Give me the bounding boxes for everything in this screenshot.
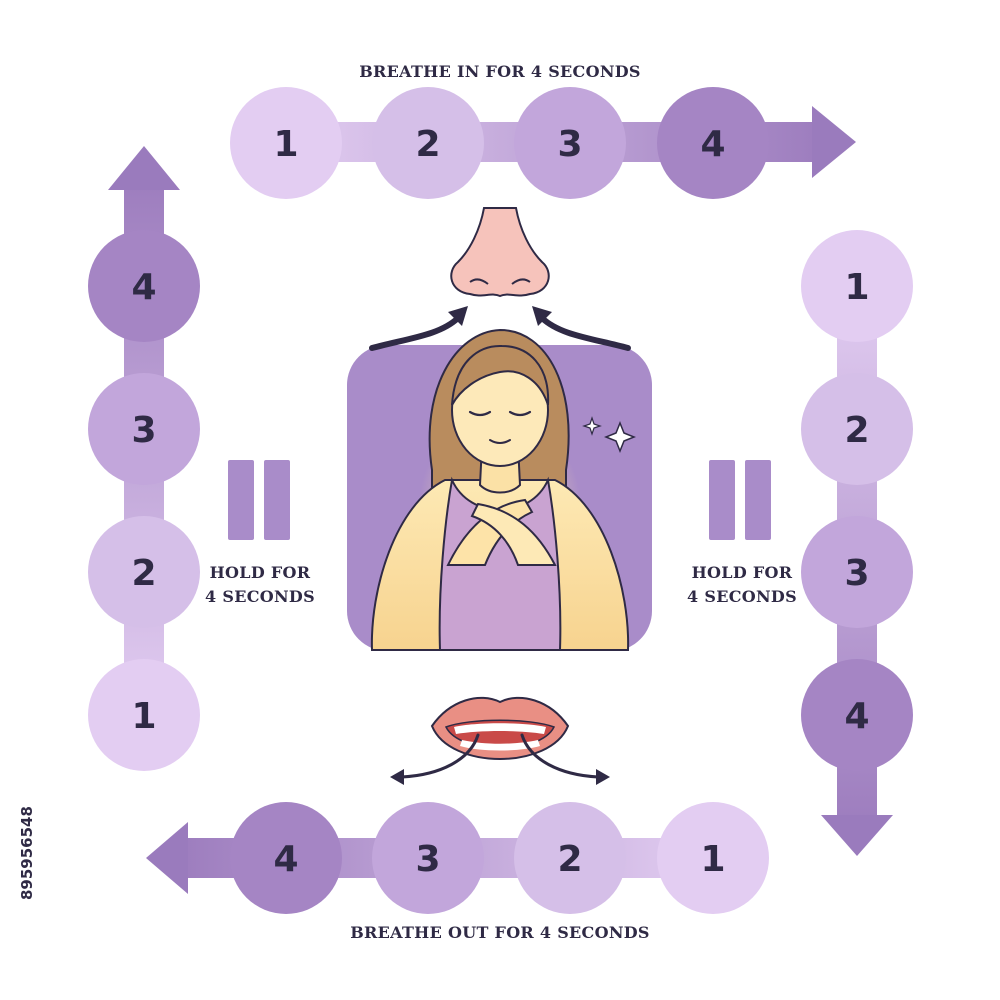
- step-circle: 4: [88, 230, 200, 342]
- step-number: 1: [700, 839, 725, 880]
- step-number: 2: [844, 410, 869, 451]
- woman-breathing-illustration: [347, 328, 652, 651]
- arrow-right-icon: [812, 106, 856, 178]
- breathe-in-steps: 1 2 3 4: [230, 87, 769, 199]
- hold-left-line1: HOLD FOR: [210, 563, 311, 582]
- step-circle: 2: [372, 87, 484, 199]
- arrow-up-icon: [108, 146, 180, 190]
- step-circle: 3: [514, 87, 626, 199]
- pause-icon: [709, 460, 771, 540]
- step-number: 3: [557, 124, 582, 165]
- step-circle: 2: [88, 516, 200, 628]
- nose-icon: [450, 207, 550, 298]
- step-number: 1: [131, 696, 156, 737]
- hold-left-label: HOLD FOR 4 SECONDS: [205, 563, 315, 606]
- inhale-arrows: [369, 306, 631, 351]
- step-number: 1: [273, 124, 298, 165]
- pause-icon: [228, 460, 290, 540]
- step-number: 2: [131, 553, 156, 594]
- step-number: 4: [273, 839, 298, 880]
- step-circle: 4: [657, 87, 769, 199]
- hold-right-line2: 4 SECONDS: [687, 587, 797, 606]
- step-number: 2: [415, 124, 440, 165]
- step-number: 4: [844, 696, 869, 737]
- step-circle: 1: [657, 802, 769, 914]
- step-number: 3: [415, 839, 440, 880]
- step-circle: 3: [801, 516, 913, 628]
- hold-right-steps: 1 2 3 4: [801, 230, 913, 771]
- step-circle: 2: [514, 802, 626, 914]
- step-circle: 4: [801, 659, 913, 771]
- step-circle: 1: [230, 87, 342, 199]
- lips-icon: [430, 696, 570, 760]
- hold-left-steps: 4 3 2 1: [88, 230, 200, 771]
- step-circle: 1: [801, 230, 913, 342]
- hold-right-label: HOLD FOR 4 SECONDS: [687, 563, 797, 606]
- breathe-out-label: BREATHE OUT FOR 4 SECONDS: [350, 923, 650, 942]
- exhale-arrows: [390, 733, 610, 785]
- sparkle-icon: [582, 416, 637, 454]
- arrow-down-icon: [821, 815, 893, 856]
- step-number: 3: [131, 410, 156, 451]
- breathe-in-label: BREATHE IN FOR 4 SECONDS: [359, 62, 641, 81]
- step-circle: 1: [88, 659, 200, 771]
- step-number: 3: [844, 553, 869, 594]
- step-circle: 2: [801, 373, 913, 485]
- breathe-out-steps: 4 3 2 1: [230, 802, 769, 914]
- stock-id: 895956548: [18, 806, 36, 900]
- hold-left-line2: 4 SECONDS: [205, 587, 315, 606]
- step-number: 1: [844, 267, 869, 308]
- step-number: 4: [700, 124, 725, 165]
- step-circle: 3: [88, 373, 200, 485]
- step-circle: 3: [372, 802, 484, 914]
- step-circle: 4: [230, 802, 342, 914]
- step-number: 4: [131, 267, 156, 308]
- step-number: 2: [557, 839, 582, 880]
- arrow-left-icon: [146, 822, 188, 894]
- hold-right-line1: HOLD FOR: [692, 563, 793, 582]
